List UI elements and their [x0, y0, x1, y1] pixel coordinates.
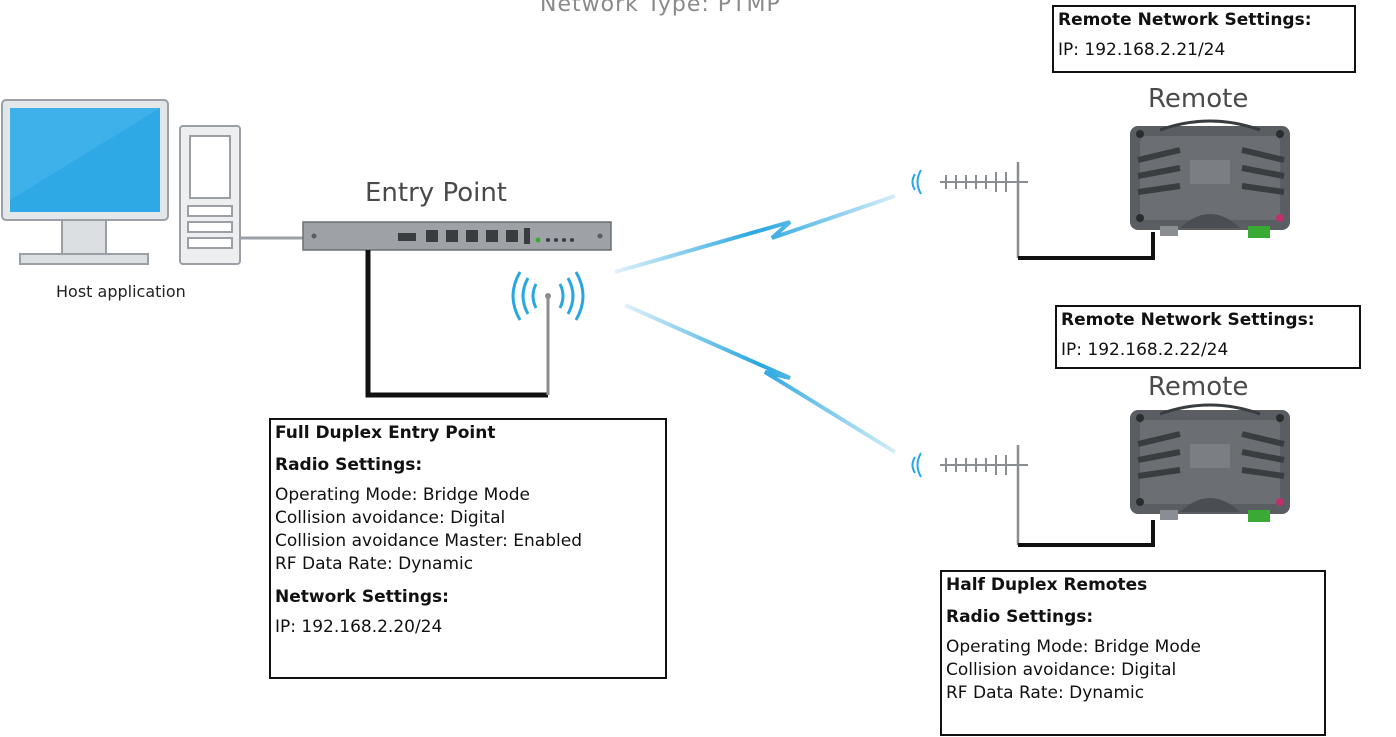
entry-box-heading: Full Duplex Entry Point: [275, 423, 496, 443]
setting-line: Collision avoidance Master: Enabled: [275, 531, 582, 551]
antenna-cable: [1018, 520, 1155, 547]
setting-line: RF Data Rate: Dynamic: [946, 683, 1145, 703]
setting-line: Operating Mode: Bridge Mode: [946, 637, 1201, 657]
switch-icon: [302, 221, 612, 251]
remote-settings-box: Remote Network Settings: IP: 192.168.2.2…: [1052, 5, 1356, 73]
entry-point-label: Entry Point: [365, 178, 507, 208]
setting-line: RF Data Rate: Dynamic: [275, 554, 474, 574]
network-settings-heading: Network Settings:: [275, 587, 449, 607]
computer-icon: [1, 99, 241, 265]
yagi-antenna-icon: [911, 162, 1028, 258]
setting-line: Operating Mode: Bridge Mode: [275, 485, 530, 505]
antenna-cable: [365, 250, 548, 398]
remote-settings-box: Remote Network Settings: IP: 192.168.2.2…: [1055, 305, 1361, 369]
remotes-box-heading: Half Duplex Remotes: [946, 575, 1148, 595]
radio-settings-heading: Radio Settings:: [275, 455, 423, 475]
host-label: Host application: [56, 282, 186, 301]
entry-point-settings-box: Full Duplex Entry Point Radio Settings: …: [269, 418, 667, 679]
remote-ip: IP: 192.168.2.21/24: [1058, 40, 1226, 60]
diagram-title: Network Type: PTMP: [540, 0, 781, 17]
setting-line: Collision avoidance: Digital: [946, 660, 1177, 680]
setting-line: Collision avoidance: Digital: [275, 508, 506, 528]
remote-ip: IP: 192.168.2.22/24: [1061, 340, 1229, 360]
yagi-antenna-icon: [911, 445, 1028, 545]
remote-label: Remote: [1148, 372, 1249, 402]
radio-device-icon: [1130, 403, 1290, 522]
remote-label: Remote: [1148, 84, 1249, 114]
lightning-link-icon: [624, 303, 897, 454]
radio-settings-heading: Radio Settings:: [946, 607, 1094, 627]
lightning-link-icon: [614, 194, 896, 274]
remote-settings-heading: Remote Network Settings:: [1061, 310, 1315, 330]
radio-device-icon: [1130, 119, 1290, 238]
antenna-cable: [1018, 232, 1155, 260]
remote-settings-heading: Remote Network Settings:: [1058, 10, 1312, 30]
entry-ip: IP: 192.168.2.20/24: [275, 617, 443, 637]
antenna-icon: [511, 271, 585, 395]
remotes-settings-box: Half Duplex Remotes Radio Settings: Oper…: [940, 570, 1326, 736]
